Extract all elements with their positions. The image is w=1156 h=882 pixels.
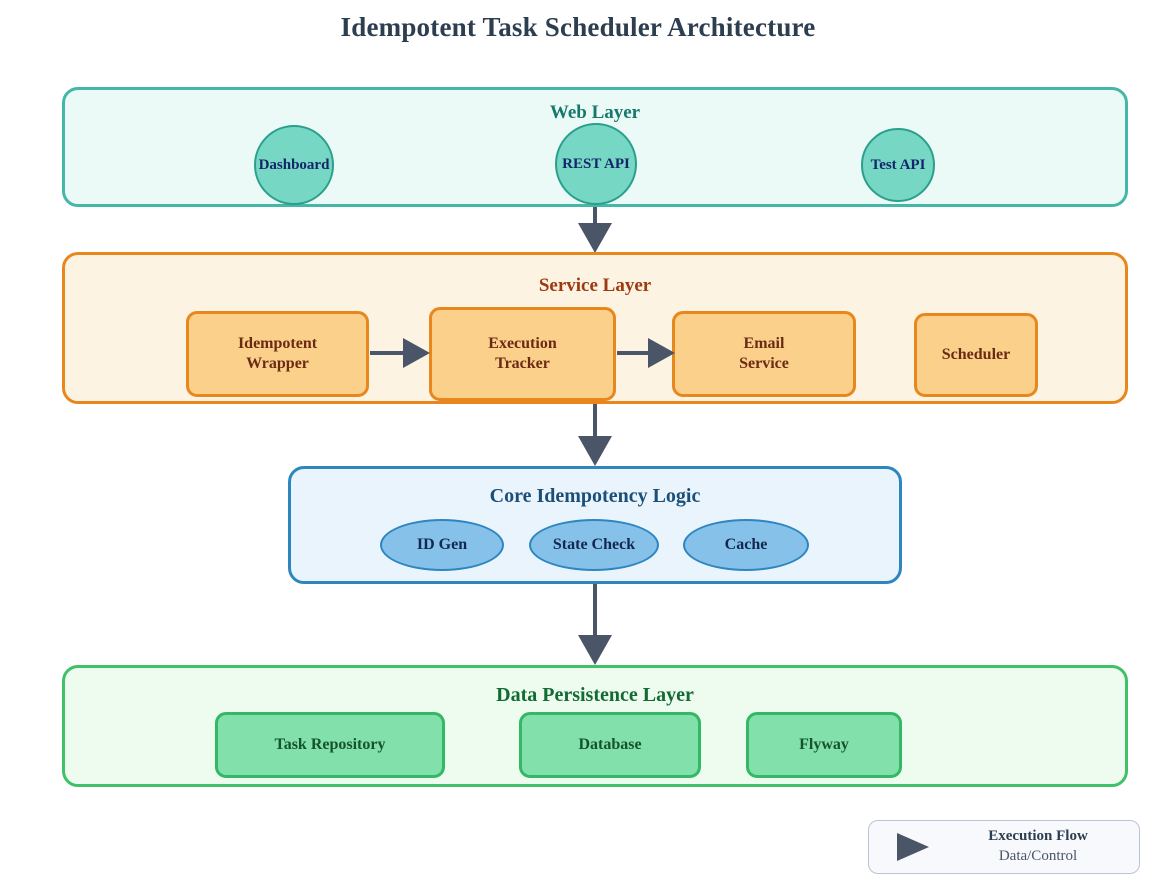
node-cache[interactable]: Cache [683, 519, 809, 571]
layer-web: Web Layer Dashboard REST API Test API [62, 87, 1128, 207]
layer-web-title: Web Layer [549, 102, 641, 123]
node-execution-tracker-label-line1: Execution [488, 335, 557, 353]
node-state-check[interactable]: State Check [529, 519, 659, 571]
arrow-shaft [593, 584, 597, 637]
node-flyway[interactable]: Flyway [746, 712, 902, 778]
layer-core: Core Idempotency Logic ID Gen State Chec… [288, 466, 902, 584]
legend-title: Execution Flow [988, 828, 1088, 844]
layer-core-title: Core Idempotency Logic [489, 485, 701, 507]
node-scheduler-label: Scheduler [941, 346, 1011, 364]
node-cache-label: Cache [724, 536, 768, 554]
arrow-shaft [593, 207, 597, 225]
node-task-repository-label: Task Repository [274, 736, 386, 754]
node-email-service-label-line1: Email [743, 335, 785, 353]
arrow-web-to-service [577, 207, 613, 253]
layer-data: Data Persistence Layer Task Repository D… [62, 665, 1128, 787]
node-idempotent-wrapper[interactable]: Idempotent Wrapper [186, 311, 369, 397]
node-idempotent-wrapper-label-line1: Idempotent [237, 335, 318, 353]
node-execution-tracker[interactable]: Execution Tracker [429, 307, 616, 401]
legend-box: Execution Flow Data/Control [868, 820, 1140, 874]
arrow-wrapper-to-tracker [370, 338, 430, 368]
arrow-shaft [593, 404, 597, 438]
arrow-shaft [370, 351, 405, 355]
node-id-gen-label: ID Gen [416, 536, 468, 554]
node-rest-api[interactable]: REST API [555, 123, 637, 205]
node-test-api-label: Test API [870, 156, 926, 173]
node-dashboard-label: Dashboard [258, 156, 330, 173]
layer-service: Service Layer Idempotent Wrapper Executi… [62, 252, 1128, 404]
legend-text-group: Execution Flow Data/Control [947, 827, 1129, 866]
node-execution-tracker-label-line2: Tracker [495, 355, 550, 372]
node-scheduler[interactable]: Scheduler [914, 313, 1038, 397]
node-task-repository[interactable]: Task Repository [215, 712, 445, 778]
arrow-tracker-to-email [617, 338, 675, 368]
node-database-label: Database [578, 736, 642, 754]
node-dashboard[interactable]: Dashboard [254, 125, 334, 205]
arrow-service-to-core [577, 404, 613, 466]
node-idempotent-wrapper-label-line2: Wrapper [246, 355, 309, 372]
arrow-core-to-data [577, 584, 613, 665]
arrow-shaft [617, 351, 650, 355]
arrow-head [403, 338, 430, 368]
node-email-service[interactable]: Email Service [672, 311, 856, 397]
page-title: Idempotent Task Scheduler Architecture [340, 12, 816, 42]
arrow-head [578, 635, 612, 665]
node-id-gen[interactable]: ID Gen [380, 519, 504, 571]
arrow-head [648, 338, 675, 368]
arrow-head [578, 223, 612, 253]
node-state-check-label: State Check [552, 536, 636, 554]
layer-service-title: Service Layer [538, 275, 652, 296]
node-database[interactable]: Database [519, 712, 701, 778]
arrow-right-icon [897, 833, 929, 861]
legend-subtitle: Data/Control [998, 847, 1078, 864]
node-email-service-label-line2: Service [739, 355, 789, 372]
arrow-head [578, 436, 612, 466]
node-rest-api-label: REST API [562, 155, 630, 172]
layer-data-title: Data Persistence Layer [496, 684, 694, 706]
node-flyway-label: Flyway [799, 736, 849, 754]
node-test-api[interactable]: Test API [861, 128, 935, 202]
